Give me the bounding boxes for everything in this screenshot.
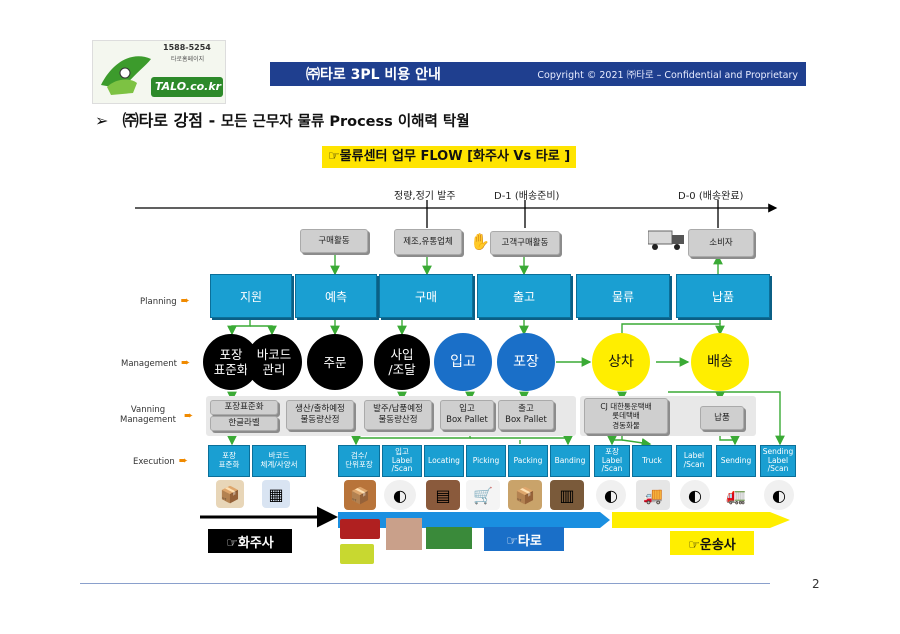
exec-locating: Locating [424,445,464,477]
row-label-management-text: Management [121,359,177,369]
company-logo: 1588-5254 타로홈페이지 TALO.co.kr [92,40,226,104]
hand-icon: ✋ [470,232,490,251]
box-customer-purchase: 고객구매활동 [490,231,560,255]
forklift-icon: 🚚 [636,480,670,510]
exec-sending-scan: Sending Label /Scan [760,445,796,477]
flow-title: ☞물류센터 업무 FLOW [화주사 Vs 타로 ] [322,146,577,168]
planning-outbound: 출고 [477,274,571,318]
truck-icon [648,230,684,250]
vanning-delivery: 납품 [700,406,744,430]
vanning-packaging-standard: 포장표준화 [210,400,278,415]
label-carrier: ☞운송사 [670,531,754,555]
planning-delivery: 납품 [676,274,770,318]
timeline-label-order: 정량,정기 발주 [394,191,456,202]
vanning-outbound-unit: Box Pallet [505,415,547,425]
orange-arrow-icon: ➨ [181,356,191,369]
exec-packaging-standard: 포장 표준화 [208,445,250,477]
exec-sending: Sending [716,445,756,477]
vanning-order-estimate: 발주/납품예정 물동량산정 [364,400,432,430]
planning-support: 지원 [210,274,292,318]
banner-copyright: Copyright © 2021 ㈜타로 – Confidential and … [537,70,798,81]
exec-picking: Picking [466,445,506,477]
row-label-vanning: Vanning Management [115,405,181,425]
packing-icon: 📦 [508,480,542,510]
row-label-vanning-text: Vanning Management [120,405,176,426]
vanning-outbound-label: 출고 [518,404,534,415]
delivery-truck-icon: 🚛 [716,482,756,508]
scan-icon: ◐ [680,480,710,510]
planning-purchase: 구매 [379,274,473,318]
vanning-inbound-label: 입고 [459,404,475,415]
boxes-icon: 📦 [344,480,376,510]
scan-icon: ◐ [384,480,416,510]
row-label-execution-text: Execution [133,457,175,467]
heading-main: ㈜타로 강점 - [122,111,216,130]
logo-graphic [93,41,225,103]
footer-divider [80,583,770,584]
orange-arrow-icon: ➨ [178,454,188,467]
vanning-carriers: CJ 대한통운택배 롯데택배 경동화물 [584,398,668,434]
mgmt-procurement: 사입 /조달 [374,334,430,390]
green-pallet-image [340,544,374,564]
banding-icon: ▥ [550,480,584,510]
mgmt-order: 주문 [307,334,363,390]
row-label-management: Management ➨ [121,356,190,369]
boxes-stack-image [386,518,422,550]
exec-packing: Packing [508,445,548,477]
logo-tagline: 타로홈페이지 [171,56,205,63]
box-purchase-activity: 구매활동 [300,229,368,253]
page-heading: ➢ ㈜타로 강점 - 모든 근무자 물류 Process 이해력 탁월 [95,107,470,131]
mgmt-loading: 상차 [592,333,650,391]
exec-truck: Truck [632,445,672,477]
vanning-inbound-unit: Box Pallet [446,415,488,425]
label-talo: ☞타로 [484,527,564,551]
row-label-execution: Execution➨ [133,454,188,467]
logo-text: TALO.co.kr [155,80,222,93]
exec-inspection: 검수/ 단위포장 [338,445,380,477]
orange-arrow-icon: ➨ [180,294,190,307]
timeline-label-d1: D-1 (배송준비) [494,191,560,202]
mgmt-inbound: 입고 [434,333,492,391]
box-consumer: 소비자 [688,229,754,257]
exec-barcode-spec: 바코드 체계/사양서 [252,445,306,477]
planning-logistics: 물류 [576,274,670,318]
scan-icon: ◐ [764,480,794,510]
red-pallet-image [340,519,380,539]
header-banner: ㈜타로 3PL 비용 안내 Copyright © 2021 ㈜타로 – Con… [270,62,806,86]
vanning-korean-label: 한글라벨 [210,416,278,431]
mgmt-barcode: 바코드 관리 [246,334,302,390]
page-number: 2 [812,577,820,591]
mgmt-packing: 포장 [497,333,555,391]
heading-bullet: ➢ [95,111,109,130]
box-manufacturer: 제조,유통업체 [394,229,462,255]
timeline-label-d0: D-0 (배송완료) [678,191,744,202]
row-label-planning: Planning➨ [140,294,190,307]
exec-label-scan: Label /Scan [676,445,712,477]
mgmt-shipping: 배송 [691,333,749,391]
exec-packing-scan: 포장 Label /Scan [594,445,630,477]
row-label-planning-text: Planning [140,297,177,307]
box-icon: 📦 [216,480,244,508]
exec-inbound-scan: 입고 Label /Scan [382,445,422,477]
scan-icon: ◐ [596,480,626,510]
hand-truck-icon: 🛒 [466,480,500,510]
exec-banding: Banding [550,445,590,477]
logo-phone: 1588-5254 [163,43,211,52]
label-shipper: ☞화주사 [208,529,292,553]
warehouse-rack-icon: ▤ [426,480,460,510]
vanning-production-estimate: 생산/출하예정 물동량산정 [286,400,354,430]
barcode-sheet-icon: ▦ [262,480,290,508]
warehouse-floor-image [426,527,472,549]
orange-arrow-icon: ➨ [184,409,194,422]
heading-sub: 모든 근무자 물류 Process 이해력 탁월 [220,114,470,130]
planning-forecast: 예측 [295,274,377,318]
banner-title: ㈜타로 3PL 비용 안내 [306,67,441,83]
